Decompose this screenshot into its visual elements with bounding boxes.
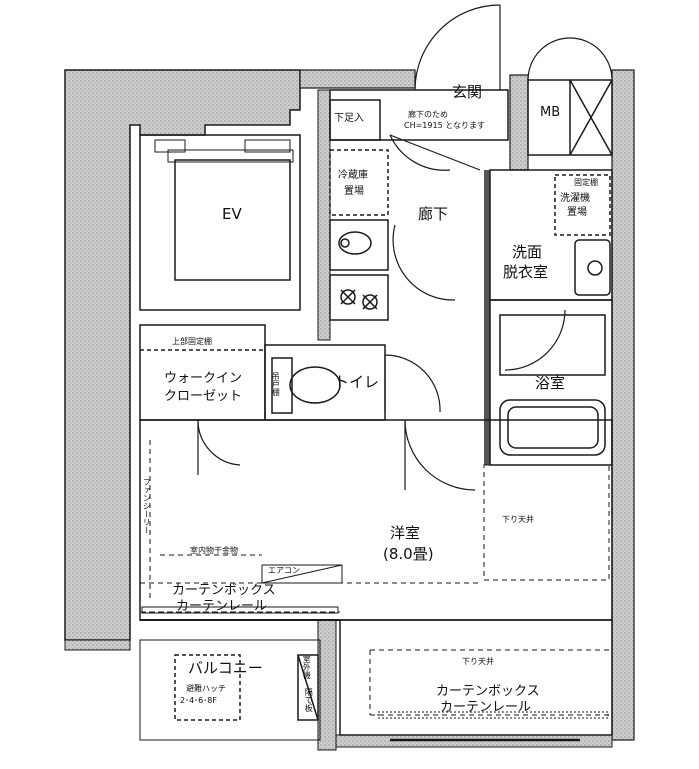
- washroom-label-1: 洗面: [512, 243, 543, 261]
- toilet-shelf-label: 吊戸棚: [271, 372, 281, 396]
- balcony-label: バルコニー: [188, 659, 263, 677]
- washer-top-label: 固定棚: [574, 178, 598, 187]
- washroom-label-2: 脱衣室: [503, 263, 549, 281]
- curtain-rail-label-2: カーテンレール: [440, 700, 532, 715]
- washer-label-1: 洗濯機: [560, 193, 590, 204]
- wic-label-1: ウォークイン: [164, 371, 243, 386]
- evac-hatch-label-1: 避難ハッチ: [186, 684, 226, 693]
- fan-sealing-label: ファンシーリー: [142, 478, 152, 534]
- room-outlines: [139, 79, 613, 741]
- mb-label: MB: [540, 105, 561, 120]
- room-size-label: (8.0畳): [383, 545, 434, 563]
- lowered-ceiling-label-1: 下り天井: [502, 515, 534, 524]
- partition-label: 隔て板: [304, 688, 314, 712]
- ceiling-note-2: CH=1915 となります: [404, 121, 485, 130]
- wic-label-2: クローゼット: [164, 389, 243, 404]
- outdoor-unit-label: 室外機: [302, 655, 312, 679]
- elevator-shaft: [154, 139, 294, 281]
- hallway-label: 廊下: [418, 205, 449, 223]
- bath-label: 浴室: [535, 374, 566, 392]
- upper-shelf-label: 上部固定棚: [172, 337, 212, 346]
- curtain-rail-label-1: カーテンレール: [176, 599, 268, 614]
- window-marks: [141, 606, 609, 719]
- curtain-box-label-2: カーテンボックス: [436, 684, 540, 699]
- shoe-storage-label: 下足入: [334, 113, 364, 124]
- door-swings: [197, 4, 613, 742]
- western-room-label: 洋室: [390, 524, 421, 542]
- toilet-label: トイレ: [334, 373, 380, 391]
- fridge-label-1: 冷蔵庫: [338, 170, 368, 181]
- ev-label: EV: [222, 205, 242, 223]
- ceiling-note-1: 廊下のため: [408, 110, 448, 119]
- laundry-hardware-label: 室内物干金物: [190, 546, 238, 555]
- lowered-ceiling-label-2: 下り天井: [462, 657, 494, 666]
- structural-walls: [64, 69, 635, 751]
- entrance-label: 玄関: [452, 83, 483, 101]
- fridge-label-2: 置場: [344, 186, 364, 197]
- washer-label-2: 置場: [567, 207, 587, 218]
- curtain-box-label-1: カーテンボックス: [172, 583, 276, 598]
- evac-hatch-label-2: 2･4･6･8F: [180, 696, 217, 705]
- aircon-label: エアコン: [268, 566, 300, 575]
